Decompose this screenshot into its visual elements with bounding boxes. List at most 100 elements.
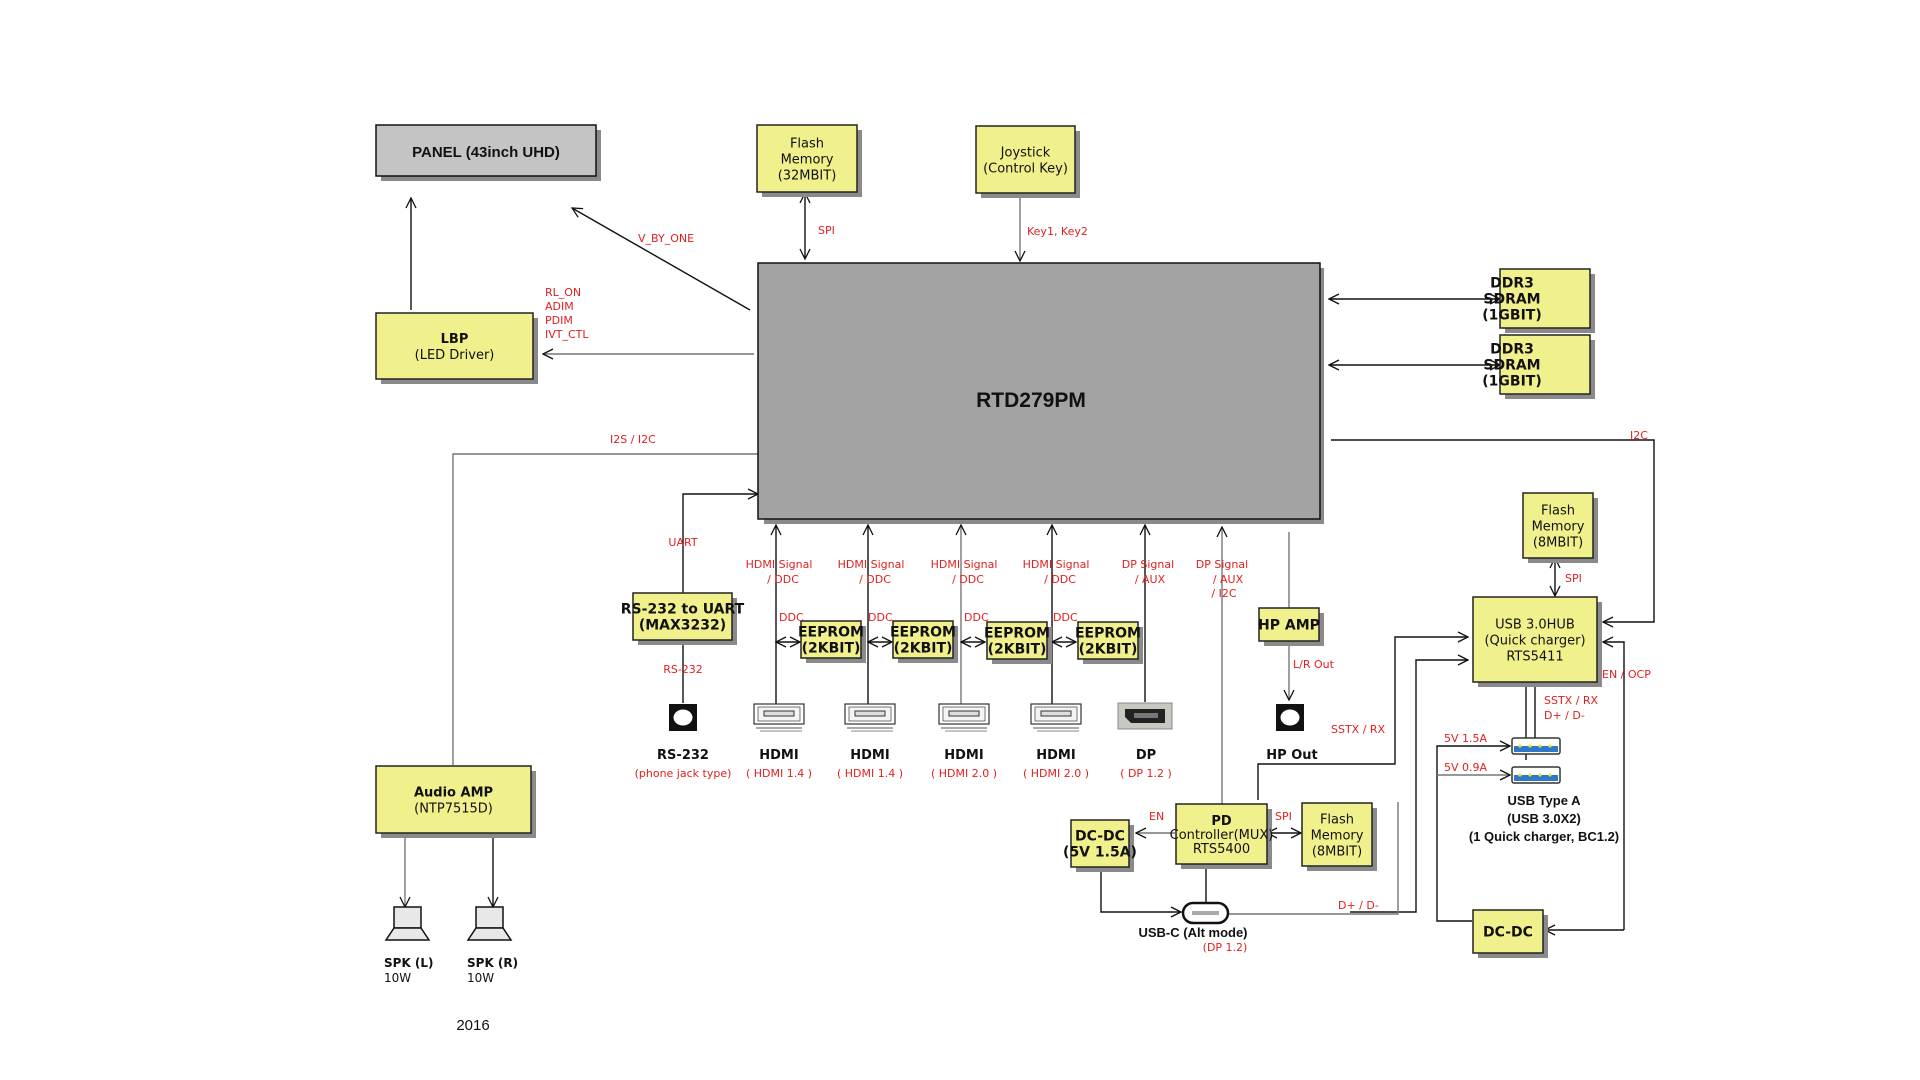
hp-amp-block: HP AMP — [1258, 607, 1324, 646]
eeprom-3-block: EEPROM(2KBIT) — [984, 621, 1052, 664]
port-dp-name: DP — [1136, 748, 1156, 763]
hdmi-connector-icon — [753, 703, 805, 732]
ports: RS-232 (phone jack type) HDMI ( HDMI 1.4… — [384, 702, 1619, 1034]
usb-a-port-icon — [1511, 737, 1561, 755]
connections — [405, 193, 1655, 930]
rs232-uart-block-line: RS-232 to UART — [621, 602, 745, 618]
ddr3-sdram-2-block-line: (1GBIT) — [1482, 374, 1541, 390]
eeprom-1-block: EEPROM(2KBIT) — [798, 620, 866, 663]
speaker-left-icon — [384, 906, 431, 941]
line-uart — [682, 494, 758, 600]
joystick-block-line: Joystick — [1000, 146, 1051, 161]
eeprom-1-block-line: EEPROM — [798, 625, 864, 641]
lbp-block: LBP(LED Driver) — [375, 312, 538, 384]
ddr3-sdram-1-block-line: SDRAM — [1483, 292, 1540, 308]
sig-sstx-rx: SSTX / RX — [1331, 723, 1386, 736]
line-i2s — [452, 453, 758, 765]
sig-dpu-c: / I2C — [1211, 587, 1236, 600]
sig-en-ocp: EN / OCP — [1602, 668, 1651, 681]
spk-l-power: 10W — [384, 971, 411, 985]
spk-r-power: 10W — [467, 971, 494, 985]
flash-8mbit-hub-block-line: Flash — [1541, 504, 1575, 519]
sig-ddc3: DDC — [964, 611, 989, 624]
sig-en: EN — [1149, 810, 1164, 823]
eeprom-1-block-line: (2KBIT) — [802, 641, 861, 657]
dcdc-5v-block: DC-DC(5V 1.5A) — [1063, 819, 1137, 872]
audio-amp-block-line: Audio AMP — [414, 786, 493, 801]
rs232-jack-icon — [669, 704, 697, 731]
usb-a-line3: (1 Quick charger, BC1.2) — [1469, 829, 1619, 844]
ddr3-sdram-2-block-line: DDR3 — [1490, 342, 1534, 358]
sig-i2c-right: I2C — [1630, 429, 1648, 442]
port-rs232-name: RS-232 — [657, 748, 709, 763]
audio-amp-block: Audio AMP(NTP7515D) — [375, 765, 536, 838]
sig-hdmi1-b: / DDC — [767, 573, 799, 586]
port-hdmi3-name: HDMI — [944, 748, 983, 763]
panel-block: PANEL (43inch UHD) — [375, 124, 601, 181]
spk-r-name: SPK (R) — [467, 956, 518, 970]
sig-lr-out: L/R Out — [1293, 658, 1335, 671]
eeprom-4-block: EEPROM(2KBIT) — [1075, 621, 1143, 664]
usb-c-sub: (DP 1.2) — [1203, 941, 1248, 954]
pd-controller-block-line: PD — [1211, 814, 1232, 829]
eeprom-2-block-line: (2KBIT) — [894, 641, 953, 657]
sig-5v15: 5V 1.5A — [1444, 732, 1488, 745]
hdmi-connector-icon — [938, 703, 990, 732]
hp-out-jack-icon — [1276, 704, 1304, 731]
ddr3-sdram-1-block-line: (1GBIT) — [1482, 308, 1541, 324]
panel-label: PANEL (43inch UHD) — [412, 144, 560, 161]
flash-8mbit-pd-block-line: Flash — [1320, 813, 1354, 828]
port-hdmi2-name: HDMI — [850, 748, 889, 763]
blocks: LBP(LED Driver)FlashMemory(32MBIT)Joysti… — [375, 124, 1602, 958]
sig-dp-b: / AUX — [1135, 573, 1166, 586]
sig-dp-a: DP Signal — [1122, 558, 1174, 571]
eeprom-3-block-line: EEPROM — [984, 626, 1050, 642]
sig-dpdm-hub: D+ / D- — [1544, 709, 1585, 722]
sig-hdmi4-a: HDMI Signal — [1023, 558, 1090, 571]
flash-8mbit-pd-block-line: Memory — [1311, 829, 1364, 844]
sig-ddc4: DDC — [1053, 611, 1078, 624]
sig-v-by-one: V_BY_ONE — [638, 232, 694, 245]
flash-8mbit-hub-block-line: (8MBIT) — [1533, 536, 1583, 551]
line-5v15 — [1436, 746, 1510, 922]
flash-32mbit-block-line: Memory — [781, 153, 834, 168]
flash-8mbit-pd-block-line: (8MBIT) — [1312, 845, 1362, 860]
audio-amp-block-line: (NTP7515D) — [414, 802, 493, 817]
sig-adim: ADIM — [545, 300, 574, 313]
port-hdmi4-sub: ( HDMI 2.0 ) — [1023, 767, 1089, 780]
usb-hub-block-line: USB 3.0HUB — [1495, 618, 1575, 633]
sig-dpdm-usbc: D+ / D- — [1338, 899, 1379, 912]
usb-a-port-icon — [1511, 766, 1561, 784]
sig-dpu-a: DP Signal — [1196, 558, 1248, 571]
sig-spi-pd: SPI — [1275, 810, 1292, 823]
dcdc-5v-block-line: DC-DC — [1075, 829, 1125, 845]
port-dp-sub: ( DP 1.2 ) — [1120, 767, 1172, 780]
pd-controller-block-line: Controller(MUX) — [1170, 828, 1274, 843]
line-sstx-hub — [1257, 637, 1468, 800]
sig-dpu-b: / AUX — [1213, 573, 1244, 586]
main-chip-label: RTD279PM — [976, 389, 1086, 412]
eeprom-4-block-line: EEPROM — [1075, 626, 1141, 642]
joystick-block-line: (Control Key) — [983, 162, 1068, 177]
port-hp-out-name: HP Out — [1266, 748, 1317, 763]
line-v-by-one — [572, 208, 751, 311]
spk-l-name: SPK (L) — [384, 956, 434, 970]
port-hdmi3-sub: ( HDMI 2.0 ) — [931, 767, 997, 780]
ddr3-sdram-2-block-line: SDRAM — [1483, 358, 1540, 374]
sig-ddc2: DDC — [868, 611, 893, 624]
port-hdmi1-sub: ( HDMI 1.4 ) — [746, 767, 812, 780]
sig-ddc1: DDC — [779, 611, 804, 624]
line-usbc-dpdm — [1228, 802, 1399, 915]
main-chip-block: RTD279PM — [757, 262, 1324, 524]
sig-hdmi4-b: / DDC — [1044, 573, 1076, 586]
hdmi-connector-icon — [1030, 703, 1082, 732]
eeprom-4-block-line: (2KBIT) — [1079, 642, 1138, 658]
sig-ivt-ctl: IVT_CTL — [545, 328, 589, 341]
line-i2c-hub — [1331, 439, 1655, 622]
usb-hub-block-line: RTS5411 — [1506, 650, 1563, 665]
sig-i2s-i2c: I2S / I2C — [610, 433, 656, 446]
sig-keys: Key1, Key2 — [1027, 225, 1088, 238]
usb-a-line2: (USB 3.0X2) — [1507, 811, 1581, 826]
